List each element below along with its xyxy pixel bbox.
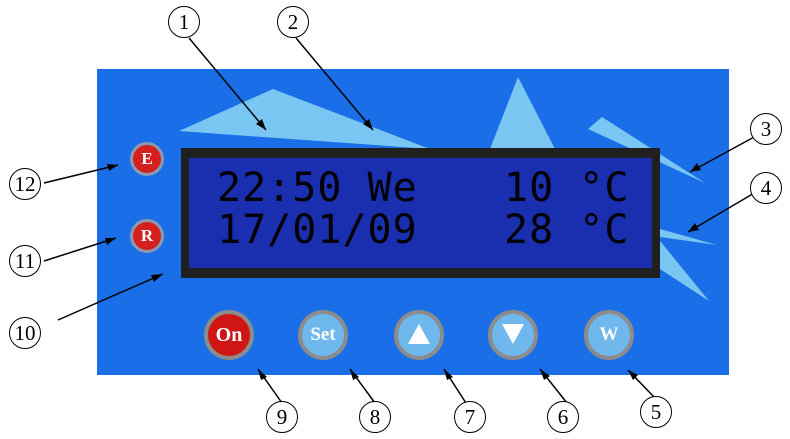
arrowhead-9	[258, 369, 267, 380]
leader-2	[295, 37, 374, 131]
callout-2: 2	[277, 6, 309, 38]
leader-10	[57, 273, 164, 321]
arrowhead-10	[151, 274, 163, 282]
callout-9: 9	[266, 401, 298, 433]
decor-shard-left	[179, 89, 430, 149]
leader-1	[188, 37, 267, 131]
lcd-temp-1: 10 °C	[504, 165, 630, 211]
callout-4: 4	[750, 172, 782, 204]
callout-3: 3	[750, 113, 782, 145]
callout-8: 8	[359, 401, 391, 433]
leader-12	[43, 164, 119, 184]
lcd-time-day: 22:50 We	[217, 165, 418, 211]
callout-5: 5	[640, 396, 672, 428]
down-triangle-icon	[502, 324, 524, 344]
w-button[interactable]: W	[584, 310, 634, 360]
up-triangle-icon	[408, 324, 430, 344]
e-indicator-led: E	[130, 142, 164, 176]
arrowhead-6	[540, 369, 550, 380]
decor-shard-right-mid	[660, 229, 717, 245]
decor-shard-right-low	[660, 241, 709, 301]
callout-12: 12	[9, 168, 41, 200]
arrowhead-12	[107, 164, 118, 171]
lcd-temp-2: 28 °C	[504, 207, 630, 253]
lcd-date: 17/01/09	[217, 207, 418, 253]
arrowhead-4	[688, 223, 699, 232]
decor-shard-mid	[490, 77, 555, 149]
callout-11: 11	[9, 245, 41, 277]
down-button[interactable]	[488, 310, 538, 360]
arrowhead-8	[350, 369, 359, 380]
on-button[interactable]: On	[204, 310, 254, 360]
callout-7: 7	[454, 401, 486, 433]
leader-4	[687, 191, 757, 233]
leader-11	[43, 237, 117, 262]
arrowhead-1	[256, 119, 266, 130]
arrowhead-11	[105, 238, 116, 245]
leader-3	[689, 135, 757, 173]
arrowhead-2	[363, 119, 373, 130]
up-button[interactable]	[394, 310, 444, 360]
set-button[interactable]: Set	[298, 310, 348, 360]
arrowhead-5	[628, 370, 638, 380]
r-indicator-led: R	[130, 219, 164, 253]
arrowhead-3	[690, 163, 701, 172]
lcd-display: 22:50 We 10 °C 17/01/09 28 °C	[181, 148, 660, 278]
callout-10: 10	[9, 317, 41, 349]
callout-6: 6	[547, 401, 579, 433]
arrowhead-7	[444, 369, 453, 380]
callout-1: 1	[168, 6, 200, 38]
